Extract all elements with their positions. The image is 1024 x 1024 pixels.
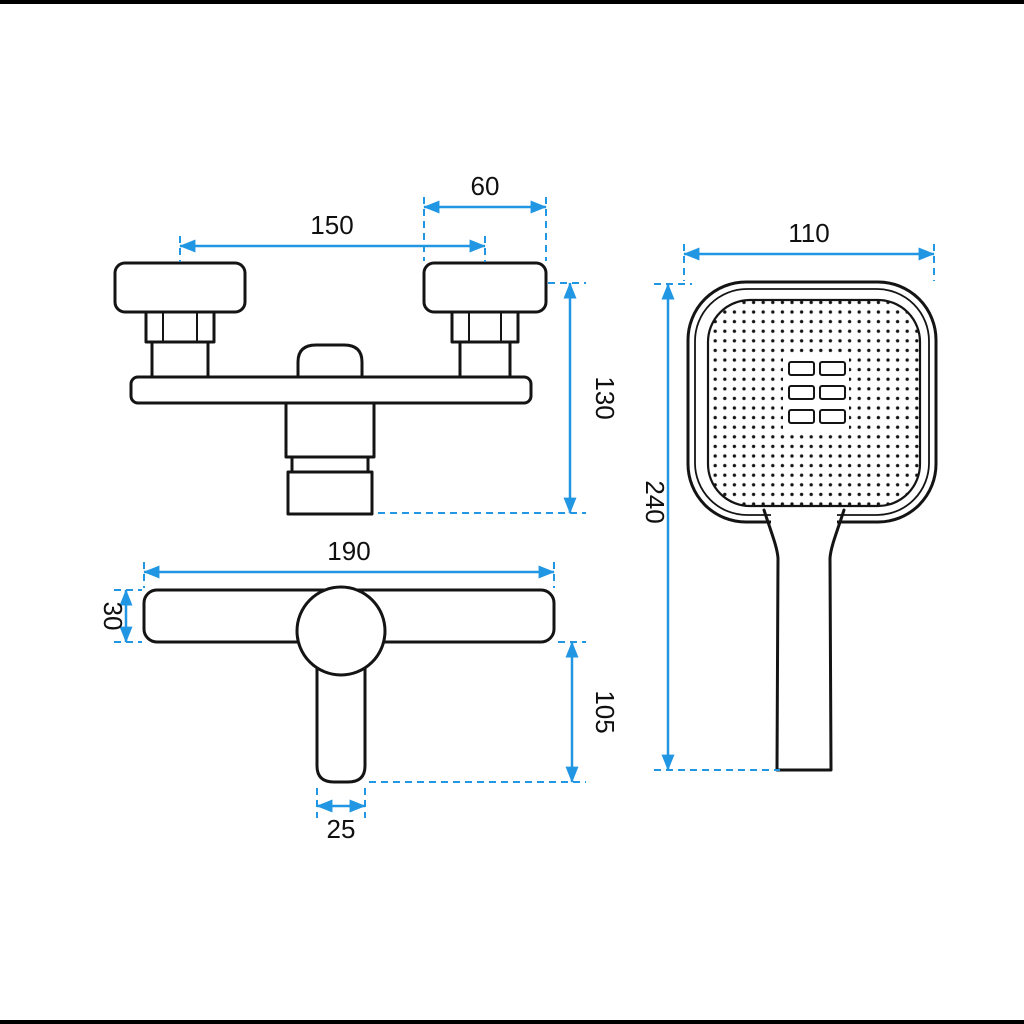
spout-lower-section — [286, 470, 374, 516]
spray-slot — [788, 385, 815, 400]
spray-slot — [819, 361, 846, 376]
handle-lever — [315, 650, 367, 784]
spray-slot — [788, 409, 815, 424]
spray-slot — [788, 361, 815, 376]
left-wall-flange — [113, 261, 247, 314]
spray-slot — [819, 409, 846, 424]
mixer-body-bar — [129, 375, 533, 405]
dim-label-handle-length: 105 — [590, 690, 620, 733]
mixer-top-view — [142, 585, 556, 784]
dim-label-head-width: 110 — [788, 218, 829, 248]
dim-handle-end-width: 25 — [316, 788, 366, 844]
dim-total-length: 240 — [640, 283, 780, 771]
dim-handle-length: 105 — [369, 641, 620, 783]
handle-junction-mask — [771, 508, 837, 530]
dim-body-width: 190 — [143, 536, 555, 588]
shower-handle — [762, 508, 846, 772]
dim-label-height-to-spout: 130 — [590, 376, 620, 419]
dim-head-width: 110 — [683, 218, 935, 281]
dim-label-flange-width: 60 — [471, 171, 500, 201]
left-mounting-nut — [144, 310, 216, 344]
frame-bottom-border — [0, 1020, 1024, 1024]
dim-height-to-spout: 130 — [378, 282, 620, 514]
dim-label-body-depth: 30 — [98, 602, 128, 631]
spout-ring — [290, 455, 370, 474]
mixer-front-view — [113, 261, 548, 516]
handle-pivot-circle — [295, 585, 387, 677]
dim-label-handle-end-width: 25 — [327, 814, 356, 844]
mixer-handle-knob — [296, 343, 364, 380]
right-inlet-pipe — [458, 340, 512, 380]
dim-hole-spacing: 150 — [179, 210, 486, 262]
left-inlet-pipe — [150, 340, 210, 380]
dim-label-hole-spacing: 150 — [310, 210, 353, 240]
right-wall-flange — [422, 261, 548, 314]
right-mounting-nut — [450, 310, 520, 344]
hand-shower-view — [686, 280, 938, 772]
dim-label-total-length: 240 — [640, 480, 670, 523]
dim-label-body-width: 190 — [327, 536, 370, 566]
spray-slot — [819, 385, 846, 400]
frame-top-border — [0, 0, 1024, 4]
spout-upper-section — [284, 401, 376, 459]
dim-body-depth: 30 — [98, 589, 142, 643]
dim-flange-width: 60 — [423, 171, 547, 261]
